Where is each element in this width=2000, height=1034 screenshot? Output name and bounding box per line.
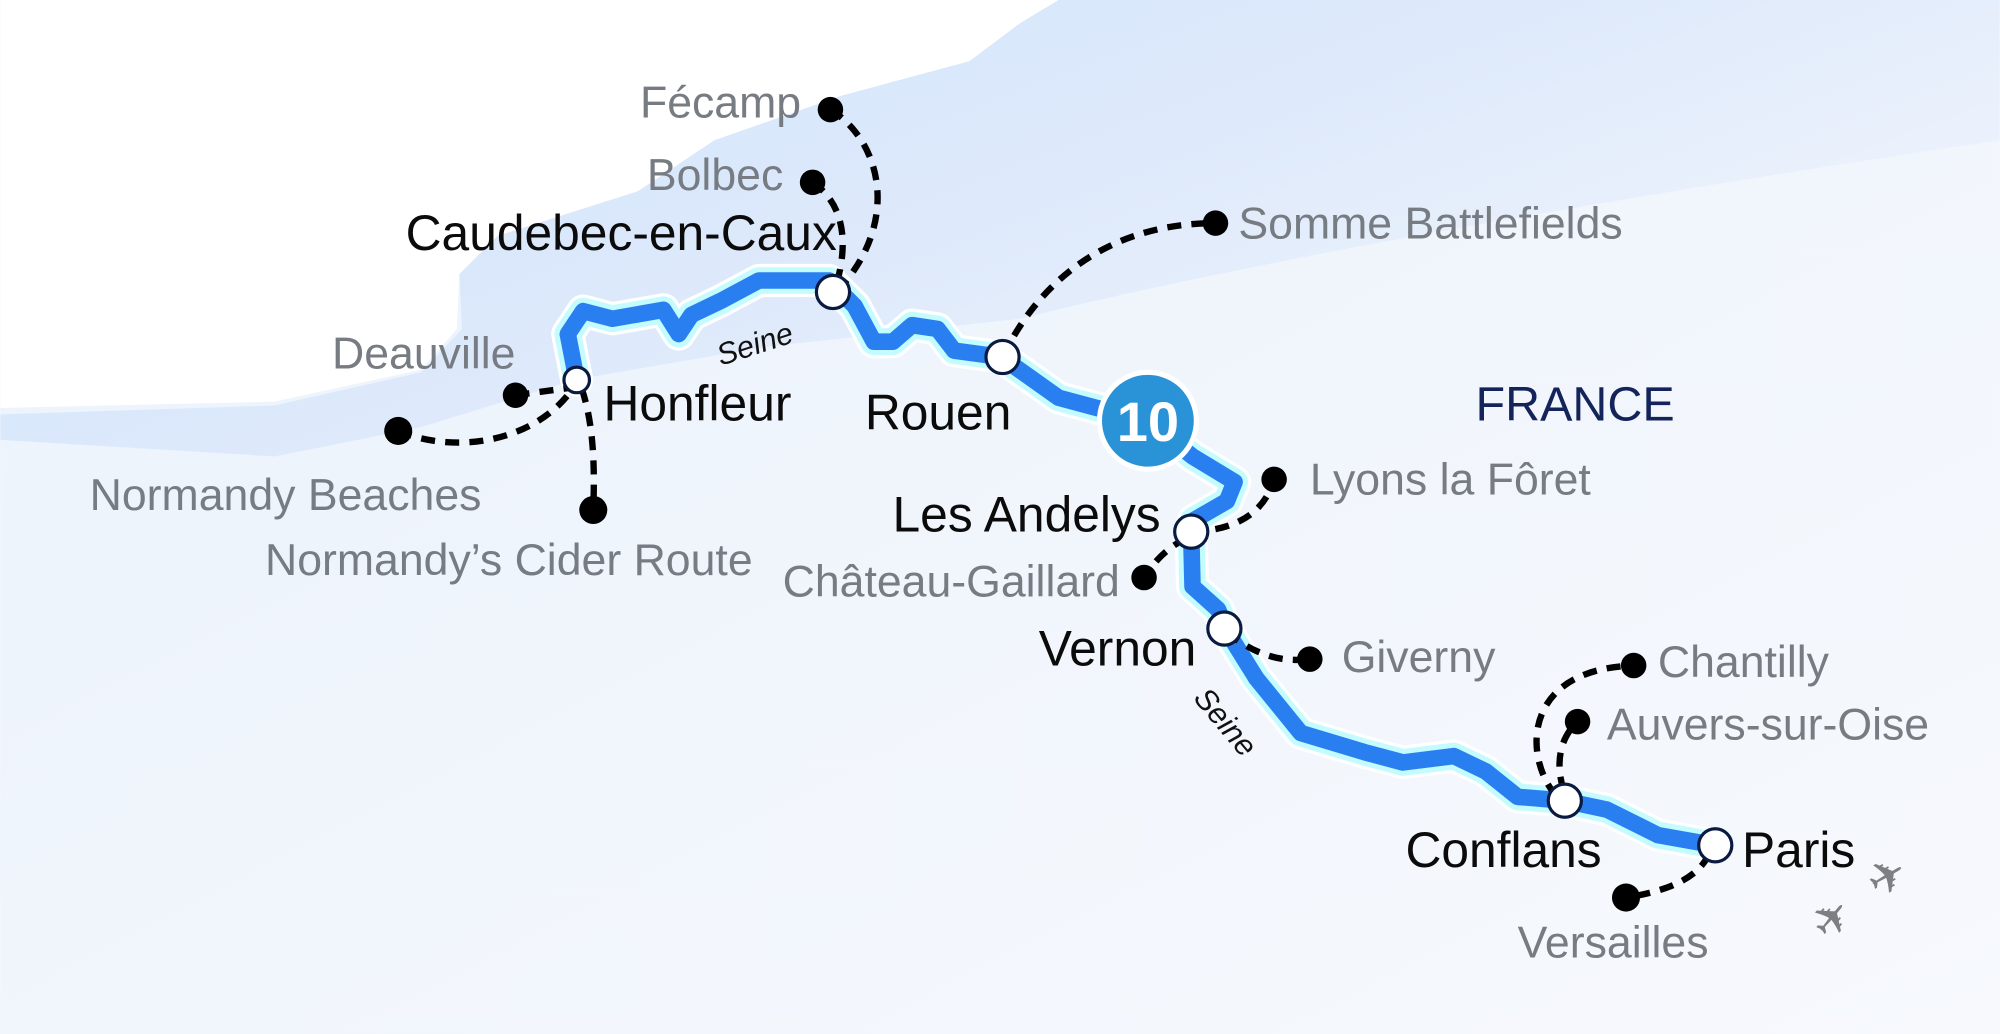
excursion-label-chateau-gaillard: Château-Gaillard <box>783 558 1120 607</box>
stop-label-conflans: Conflans <box>1405 822 1601 878</box>
stop-label-caudebec: Caudebec-en-Caux <box>406 205 837 261</box>
excursion-dot-lyons[interactable] <box>1261 466 1287 493</box>
excursion-dot-bolbec[interactable] <box>799 169 826 196</box>
country-label: FRANCE <box>1476 378 1675 432</box>
day-badge-number: 10 <box>1117 390 1179 453</box>
sea-area <box>0 0 2000 457</box>
stop-label-paris: Paris <box>1742 822 1855 878</box>
day-badge: 10 <box>1096 369 1199 472</box>
excursion-dot-versailles[interactable] <box>1611 883 1641 912</box>
stop-marker-les-andelys[interactable] <box>1173 513 1210 550</box>
stop-label-rouen: Rouen <box>865 385 1012 441</box>
excursion-label-cider-route: Normandy’s Cider Route <box>265 536 753 585</box>
top-left-land <box>0 0 1059 408</box>
excursion-dot-fecamp[interactable] <box>817 96 844 123</box>
excursion-label-lyons: Lyons la Fôret <box>1310 456 1592 505</box>
excursion-dot-somme[interactable] <box>1202 210 1229 236</box>
stop-label-honfleur: Honfleur <box>603 376 791 432</box>
excursion-label-auvers: Auvers-sur-Oise <box>1607 700 1929 749</box>
excursion-label-normandy-beaches: Normandy Beaches <box>90 471 482 520</box>
excursion-dot-normandy-beaches[interactable] <box>384 416 413 445</box>
stop-label-les-andelys: Les Andelys <box>893 487 1161 543</box>
excursion-label-deauville: Deauville <box>332 329 516 378</box>
excursion-dot-chantilly[interactable] <box>1620 652 1647 679</box>
excursion-label-chantilly: Chantilly <box>1658 638 1830 687</box>
stop-marker-conflans[interactable] <box>1546 782 1583 819</box>
excursion-dot-giverny[interactable] <box>1297 646 1323 672</box>
stop-marker-paris[interactable] <box>1697 827 1734 864</box>
excursion-label-somme: Somme Battlefields <box>1238 199 1622 248</box>
excursion-label-giverny: Giverny <box>1342 633 1496 682</box>
excursion-dot-chateau-gaillard[interactable] <box>1131 564 1157 591</box>
excursion-dot-deauville[interactable] <box>502 382 529 408</box>
stop-marker-rouen[interactable] <box>984 338 1021 376</box>
stop-label-vernon: Vernon <box>1039 621 1197 677</box>
excursion-label-fecamp: Fécamp <box>640 78 801 127</box>
excursion-dot-auvers[interactable] <box>1564 708 1591 735</box>
stop-marker-vernon[interactable] <box>1206 610 1243 647</box>
stop-marker-honfleur[interactable] <box>562 365 592 395</box>
excursion-label-versailles: Versailles <box>1518 919 1709 968</box>
stop-marker-caudebec[interactable] <box>814 273 852 311</box>
excursion-dot-cider-route[interactable] <box>579 495 608 525</box>
excursion-label-bolbec: Bolbec <box>647 151 783 200</box>
